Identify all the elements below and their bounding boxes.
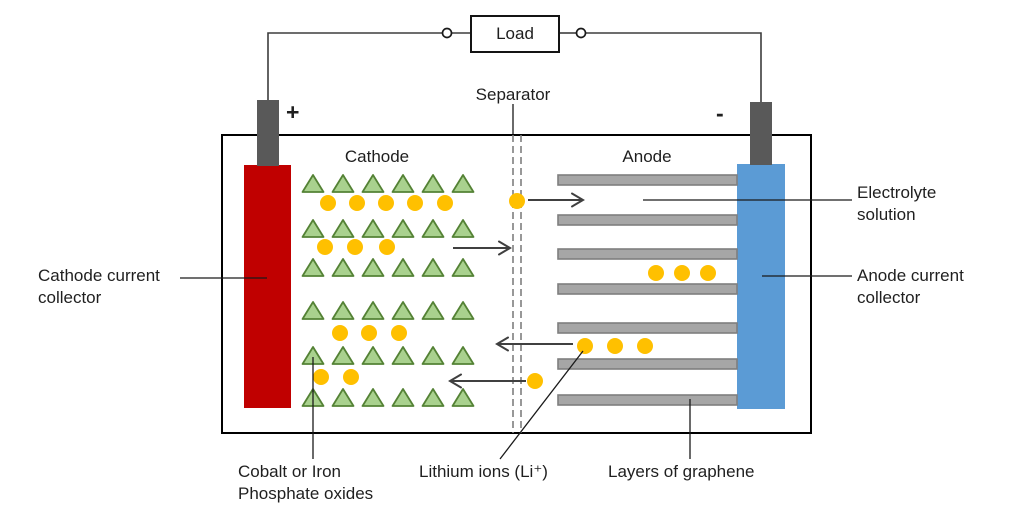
oxide-particle bbox=[331, 388, 355, 407]
cathode-terminal bbox=[257, 100, 279, 166]
cathode-collector-label: Cathode current collector bbox=[38, 266, 160, 307]
load-box: Load bbox=[470, 15, 560, 53]
oxide-particle bbox=[331, 346, 355, 365]
ion-flow-arrowhead bbox=[571, 192, 585, 208]
negative-terminal-sign: - bbox=[716, 100, 724, 126]
cathode-current-collector bbox=[244, 165, 291, 408]
load-label: Load bbox=[496, 24, 534, 43]
lithium-ion bbox=[674, 265, 690, 281]
oxide-particle bbox=[391, 388, 415, 407]
lithium-ion bbox=[637, 338, 653, 354]
ion-flow-arrowhead bbox=[495, 336, 509, 352]
oxide-particle bbox=[421, 301, 445, 320]
oxide-particle bbox=[301, 219, 325, 238]
oxide-particle bbox=[301, 174, 325, 193]
oxide-particle bbox=[331, 258, 355, 277]
ion-flow-arrowhead bbox=[448, 373, 462, 389]
graphene-layer-bar bbox=[557, 214, 738, 226]
oxide-particle bbox=[421, 388, 445, 407]
oxide-particle bbox=[331, 219, 355, 238]
lithium-ion bbox=[577, 338, 593, 354]
lithium-ion bbox=[607, 338, 623, 354]
oxide-particle bbox=[391, 174, 415, 193]
graphene-layers-label: Layers of graphene bbox=[608, 462, 755, 481]
oxide-particle bbox=[361, 174, 385, 193]
lithium-ion bbox=[343, 369, 359, 385]
anode-terminal bbox=[750, 102, 772, 165]
oxide-particle bbox=[421, 258, 445, 277]
lithium-ion bbox=[648, 265, 664, 281]
lithium-ion bbox=[361, 325, 377, 341]
graphene-layer-bar bbox=[557, 174, 738, 186]
oxide-particle bbox=[451, 301, 475, 320]
oxide-particle bbox=[451, 174, 475, 193]
lithium-ion bbox=[332, 325, 348, 341]
oxide-particle bbox=[301, 258, 325, 277]
lithium-ion bbox=[317, 239, 333, 255]
oxide-particle bbox=[451, 388, 475, 407]
oxide-particle bbox=[301, 301, 325, 320]
cathode-label: Cathode bbox=[344, 147, 410, 166]
lithium-pointer bbox=[499, 350, 584, 460]
oxide-particle bbox=[391, 219, 415, 238]
cobalt-oxide-label: Cobalt or Iron Phosphate oxides bbox=[238, 462, 374, 503]
wire-right bbox=[586, 32, 762, 102]
separator-label: Separator bbox=[475, 85, 551, 104]
wire-connector-node bbox=[575, 27, 587, 39]
oxide-particle bbox=[361, 258, 385, 277]
graphene-layer-bar bbox=[557, 358, 738, 370]
lithium-ion bbox=[509, 193, 525, 209]
lithium-ion bbox=[437, 195, 453, 211]
oxide-particle bbox=[421, 174, 445, 193]
oxide-particle bbox=[421, 346, 445, 365]
ion-flow-arrowhead bbox=[498, 240, 512, 256]
graphene-layer-bar bbox=[557, 248, 738, 260]
lithium-ion bbox=[378, 195, 394, 211]
electrolyte-label: Electrolyte solution bbox=[857, 183, 937, 224]
anode-collector-label: Anode current collector bbox=[857, 266, 964, 307]
lithium-ion bbox=[347, 239, 363, 255]
oxide-particle bbox=[451, 346, 475, 365]
lithium-ions-label: Lithium ions (Li⁺) bbox=[419, 462, 548, 481]
anode-label: Anode bbox=[622, 147, 672, 166]
oxide-particle bbox=[331, 174, 355, 193]
oxide-particle bbox=[361, 346, 385, 365]
oxide-particle bbox=[391, 346, 415, 365]
lithium-ion bbox=[391, 325, 407, 341]
oxide-particle bbox=[391, 301, 415, 320]
oxide-particle bbox=[421, 219, 445, 238]
graphene-layer-bar bbox=[557, 394, 738, 406]
lithium-ion bbox=[379, 239, 395, 255]
lithium-ion bbox=[349, 195, 365, 211]
wire-connector-node bbox=[441, 27, 453, 39]
lithium-ion bbox=[527, 373, 543, 389]
lithium-ion bbox=[313, 369, 329, 385]
oxide-particle bbox=[391, 258, 415, 277]
lithium-ion bbox=[700, 265, 716, 281]
graphene-layer-bar bbox=[557, 283, 738, 295]
oxide-particle bbox=[361, 219, 385, 238]
oxide-particle bbox=[361, 301, 385, 320]
oxide-particle bbox=[331, 301, 355, 320]
lithium-ion bbox=[320, 195, 336, 211]
oxide-particle bbox=[451, 219, 475, 238]
oxide-particle bbox=[451, 258, 475, 277]
graphene-layer-bar bbox=[557, 322, 738, 334]
positive-terminal-sign: + bbox=[286, 99, 300, 125]
anode-current-collector bbox=[737, 164, 785, 409]
lithium-ion bbox=[407, 195, 423, 211]
oxide-particle bbox=[361, 388, 385, 407]
wire-left bbox=[267, 32, 442, 100]
